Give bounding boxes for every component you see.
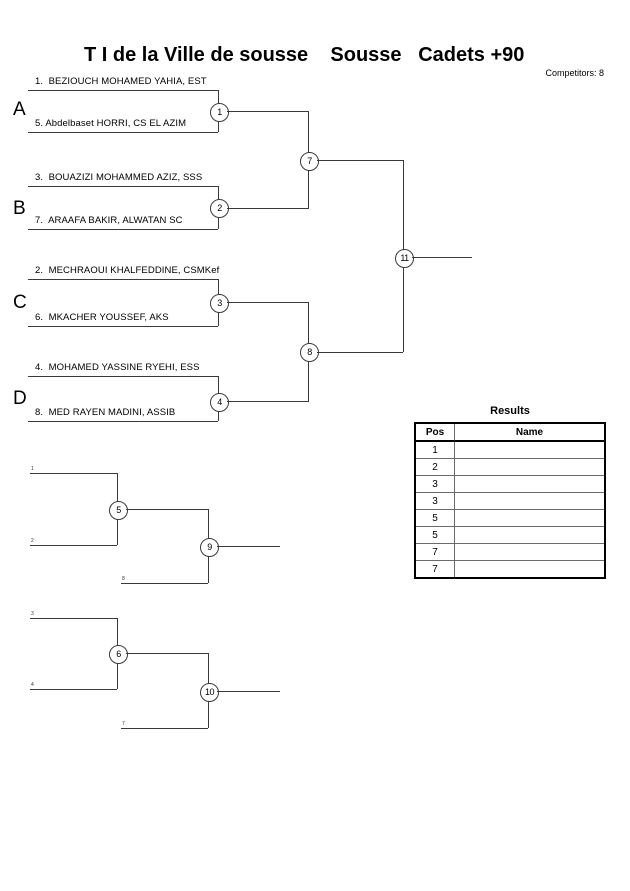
results-pos-8: 7 bbox=[414, 560, 455, 579]
competitor-entry-2: 2. MECHRAOUI KHALFEDDINE, CSMKef bbox=[35, 265, 220, 276]
results-header-row: Pos Name bbox=[414, 422, 606, 442]
repechage-upper-winner-line bbox=[217, 546, 280, 547]
table-row: 5 bbox=[414, 509, 606, 527]
competitor-entry-8: 8. MED RAYEN MADINI, ASSIB bbox=[35, 407, 176, 418]
match-circle-1[interactable]: 1 bbox=[210, 103, 229, 122]
competitor-entry-5: 5. Abdelbaset HORRI, CS EL AZIM bbox=[35, 118, 187, 129]
entry-line-3 bbox=[28, 186, 218, 187]
results-pos-4: 3 bbox=[414, 492, 455, 510]
match-circle-10[interactable]: 10 bbox=[200, 683, 219, 702]
advance-line-match-4 bbox=[227, 401, 309, 402]
results-pos-1: 1 bbox=[414, 440, 455, 459]
advance-line-match-8 bbox=[317, 352, 403, 353]
advance-line-match-7 bbox=[317, 160, 403, 161]
match-circle-3[interactable]: 3 bbox=[210, 294, 229, 313]
page-title: T I de la Ville de sousse Sousse Cadets … bbox=[84, 44, 525, 66]
results-name-4[interactable] bbox=[454, 492, 606, 510]
results-name-7[interactable] bbox=[454, 543, 606, 561]
table-row: 3 bbox=[414, 492, 606, 510]
group-label-a: A bbox=[13, 99, 26, 120]
group-label-d: D bbox=[13, 388, 27, 409]
results-pos-6: 5 bbox=[414, 526, 455, 544]
competitors-count: Competitors: 8 bbox=[545, 68, 604, 78]
competitor-entry-1: 1. BEZIOUCH MOHAMED YAHIA, EST bbox=[35, 76, 207, 87]
entry-line-7 bbox=[28, 229, 218, 230]
competitor-entry-3: 3. BOUAZIZI MOHAMMED AZIZ, SSS bbox=[35, 172, 203, 183]
match-circle-8[interactable]: 8 bbox=[300, 343, 319, 362]
table-row: 3 bbox=[414, 475, 606, 493]
results-column-pos: Pos bbox=[414, 422, 455, 442]
entry-line-8 bbox=[28, 421, 218, 422]
results-name-6[interactable] bbox=[454, 526, 606, 544]
match-circle-7[interactable]: 7 bbox=[300, 152, 319, 171]
repechage-feed-line-4 bbox=[30, 689, 117, 690]
table-row: 7 bbox=[414, 560, 606, 579]
table-row: 5 bbox=[414, 526, 606, 544]
entry-line-5 bbox=[28, 132, 218, 133]
entry-line-4 bbox=[28, 376, 218, 377]
advance-line-match-2 bbox=[227, 208, 309, 209]
group-label-b: B bbox=[13, 198, 26, 219]
winner-line bbox=[412, 257, 472, 258]
entry-line-6 bbox=[28, 326, 218, 327]
competitor-entry-7: 7. ARAAFA BAKIR, ALWATAN SC bbox=[35, 215, 183, 226]
results-name-8[interactable] bbox=[454, 560, 606, 579]
results-pos-2: 2 bbox=[414, 458, 455, 476]
repechage-feed-line-2 bbox=[30, 545, 117, 546]
repechage-feed-label-8: 8 bbox=[122, 576, 125, 582]
results-pos-3: 3 bbox=[414, 475, 455, 493]
results-pos-7: 7 bbox=[414, 543, 455, 561]
group-label-c: C bbox=[13, 292, 27, 313]
match-circle-5[interactable]: 5 bbox=[109, 501, 128, 520]
advance-line-match-6 bbox=[126, 653, 208, 654]
advance-line-match-3 bbox=[227, 302, 309, 303]
repechage-feed-label-4: 4 bbox=[31, 682, 34, 688]
match-circle-2[interactable]: 2 bbox=[210, 199, 229, 218]
match-circle-9[interactable]: 9 bbox=[200, 538, 219, 557]
results-name-2[interactable] bbox=[454, 458, 606, 476]
repechage-feed-label-3: 3 bbox=[31, 611, 34, 617]
entry-line-1 bbox=[28, 90, 218, 91]
results-name-3[interactable] bbox=[454, 475, 606, 493]
advance-line-match-1 bbox=[227, 111, 309, 112]
results-panel: Results Pos Name 1 2 3 bbox=[414, 405, 606, 579]
repechage-feed-line-8 bbox=[121, 583, 208, 584]
repechage-feed-label-1: 1 bbox=[31, 466, 34, 472]
results-title: Results bbox=[490, 405, 530, 417]
results-table: Pos Name 1 2 3 3 bbox=[414, 422, 606, 579]
match-circle-4[interactable]: 4 bbox=[210, 393, 229, 412]
repechage-lower-winner-line bbox=[217, 691, 280, 692]
table-row: 2 bbox=[414, 458, 606, 476]
advance-line-match-5 bbox=[126, 509, 208, 510]
match-circle-6[interactable]: 6 bbox=[109, 645, 128, 664]
results-name-1[interactable] bbox=[454, 440, 606, 459]
competitor-entry-4: 4. MOHAMED YASSINE RYEHI, ESS bbox=[35, 362, 200, 373]
repechage-feed-line-3 bbox=[30, 618, 117, 619]
match-circle-11[interactable]: 11 bbox=[395, 249, 414, 268]
repechage-feed-line-7 bbox=[121, 728, 208, 729]
table-row: 1 bbox=[414, 440, 606, 459]
results-pos-5: 5 bbox=[414, 509, 455, 527]
repechage-feed-line-1 bbox=[30, 473, 117, 474]
results-column-name: Name bbox=[454, 422, 606, 442]
repechage-feed-label-2: 2 bbox=[31, 538, 34, 544]
entry-line-2 bbox=[28, 279, 218, 280]
repechage-feed-label-7: 7 bbox=[122, 721, 125, 727]
competitor-entry-6: 6. MKACHER YOUSSEF, AKS bbox=[35, 312, 169, 323]
table-row: 7 bbox=[414, 543, 606, 561]
results-name-5[interactable] bbox=[454, 509, 606, 527]
